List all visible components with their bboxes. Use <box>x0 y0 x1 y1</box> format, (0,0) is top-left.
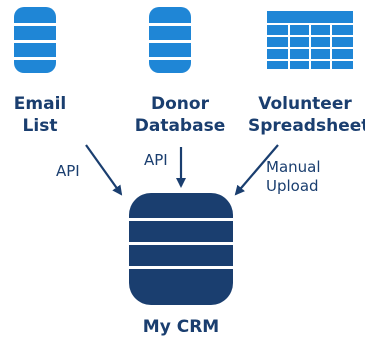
arrow-email-to-crm <box>85 144 123 196</box>
edge-label-line-1: API <box>56 162 80 180</box>
edge-label-line-2: Upload <box>266 177 319 195</box>
edge-label-email-list: API <box>56 162 80 181</box>
source-label-line-1: Volunteer <box>258 94 352 114</box>
source-label-line-2: Database <box>134 116 226 136</box>
source-label-email-list: Email List <box>0 93 80 137</box>
source-label-volunteer-spreadsheet: Volunteer Spreadsheet <box>248 93 365 137</box>
source-label-line-1: Email <box>13 94 67 114</box>
source-label-line-1: Donor <box>151 94 209 114</box>
donor-database-icon <box>149 7 191 73</box>
edge-label-line-1: Manual <box>266 158 321 176</box>
edge-label-donor-database: API <box>144 151 168 170</box>
edge-label-volunteer-spreadsheet: Manual Upload <box>266 158 321 196</box>
arrow-volunteer-to-crm <box>234 144 279 196</box>
target-label-my-crm: My CRM <box>142 317 220 337</box>
crm-database-icon <box>129 193 233 305</box>
edge-label-line-1: API <box>144 151 168 169</box>
source-label-line-2: List <box>22 116 58 136</box>
email-list-database-icon <box>14 7 56 73</box>
volunteer-spreadsheet-icon <box>267 11 353 69</box>
source-label-line-2: Spreadsheet <box>248 116 365 136</box>
source-label-donor-database: Donor Database <box>125 93 235 137</box>
